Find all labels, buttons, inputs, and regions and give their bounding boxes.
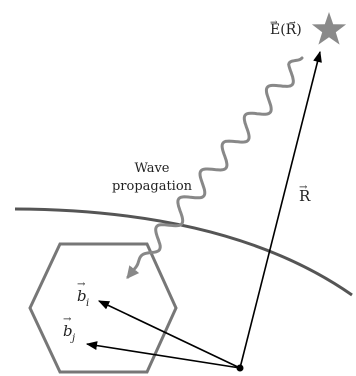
origin-point	[236, 364, 244, 372]
star-icon	[311, 12, 347, 45]
baseline-vector-b-j	[85, 341, 241, 369]
baseline-label-b-i: b i →	[77, 279, 89, 309]
svg-text:E(R): E(R)	[270, 22, 302, 38]
position-vector-label: R →	[299, 182, 311, 205]
position-vector-r	[239, 50, 322, 369]
source-field-label: E(R) → →	[270, 18, 302, 38]
svg-text:i: i	[86, 298, 89, 309]
baseline-i-vector-arrow: →	[77, 279, 86, 290]
earth-surface-arc	[14, 207, 353, 297]
svg-text:b: b	[63, 322, 73, 340]
baseline-vector-b-i	[97, 300, 241, 369]
source-vector-arrow-r: →	[289, 18, 296, 27]
baseline-label-b-j: b j →	[63, 314, 75, 344]
baseline-j-vector-arrow: →	[63, 314, 72, 325]
wave-label-line2: propagation	[112, 179, 193, 194]
svg-text:R: R	[299, 187, 311, 205]
position-vector-arrow: →	[299, 182, 308, 193]
svg-text:b: b	[77, 287, 87, 305]
wave-label-line1: Wave	[134, 161, 169, 176]
station-hexagon	[28, 242, 178, 374]
wave-propagation-line	[126, 56, 304, 279]
source-vector-arrow-e: →	[270, 18, 278, 28]
svg-text:j: j	[70, 333, 75, 344]
